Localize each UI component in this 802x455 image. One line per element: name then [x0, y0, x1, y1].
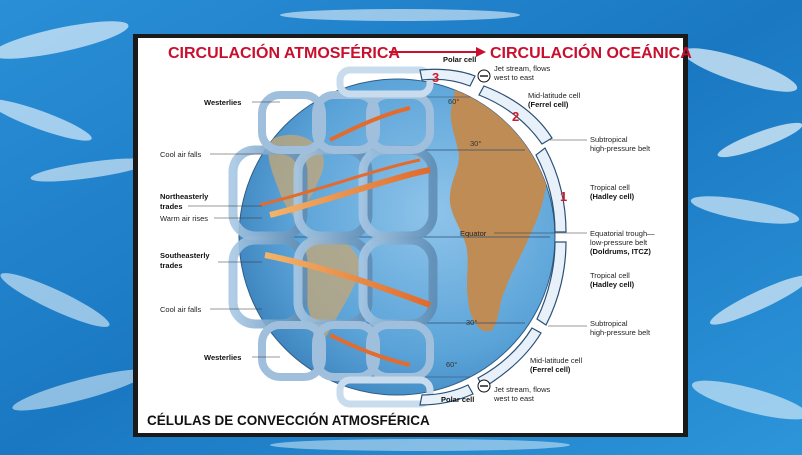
- label-westerlies-bottom: Westerlies: [204, 353, 241, 362]
- label-westerlies-top: Westerlies: [204, 98, 241, 107]
- ferrel-cell-south: [258, 321, 434, 381]
- ferrel-cell-band-top: [478, 85, 553, 145]
- title-atmospheric: CIRCULACIÓN ATMOSFÉRICA: [168, 43, 400, 62]
- convection-cells: [228, 66, 438, 408]
- label-equator: Equator: [460, 229, 487, 238]
- label-se-trades-2: trades: [160, 261, 183, 270]
- cell-number-1: 1: [560, 189, 567, 204]
- polar-cell-band-bottom: [419, 384, 474, 406]
- label-subtrop-top-1: Subtropical: [590, 135, 628, 144]
- label-subtrop-bottom-2: high-pressure belt: [590, 328, 651, 337]
- label-jet-bottom-1: Jet stream, flows: [494, 385, 551, 394]
- title-oceanic: CIRCULACIÓN OCEÁNICA: [490, 43, 692, 62]
- label-jet-top-1: Jet stream, flows: [494, 64, 551, 73]
- jet-stream-marker-bottom: [477, 379, 491, 393]
- label-hadley-top-2: (Hadley cell): [590, 192, 635, 201]
- label-warm-air-rises: Warm air rises: [160, 214, 208, 223]
- hadley-cell-band-bottom: [536, 241, 567, 326]
- label-se-trades-1: Southeasterly: [160, 251, 210, 260]
- lat-label-s30: 30°: [466, 318, 477, 327]
- polar-cell-band-top: [419, 68, 476, 87]
- lat-label-n30: 30°: [470, 139, 481, 148]
- footer-title: CÉLULAS DE CONVECCIÓN ATMOSFÉRICA: [147, 413, 430, 428]
- label-ferrel-top-2: (Ferrel cell): [528, 100, 569, 109]
- label-cool-air-falls-top: Cool air falls: [160, 150, 202, 159]
- cell-number-2: 2: [512, 109, 519, 124]
- africa-europe-land: [449, 88, 549, 332]
- label-trough-2: low-pressure belt: [590, 238, 648, 247]
- outer-cell-bands: [419, 68, 567, 406]
- label-ne-trades-1: Northeasterly: [160, 192, 209, 201]
- label-cool-air-falls-bottom: Cool air falls: [160, 305, 202, 314]
- label-jet-bottom-2: west to east: [493, 394, 535, 403]
- label-ferrel-top-1: Mid-latitude cell: [528, 91, 580, 100]
- label-ne-trades-2: trades: [160, 202, 183, 211]
- label-jet-top-2: west to east: [493, 73, 535, 82]
- label-subtrop-bottom-1: Subtropical: [590, 319, 628, 328]
- lat-label-n60: 60°: [448, 97, 459, 106]
- polar-cells: [336, 66, 434, 408]
- hadley-cell-band-top: [535, 147, 567, 233]
- label-polar-cell-bottom: Polar cell: [441, 395, 474, 404]
- title-arrow-head: [476, 47, 486, 57]
- label-trough-1: Equatorial trough—: [590, 229, 655, 238]
- right-annotations: Polar cell Jet stream, flows west to eas…: [441, 55, 655, 404]
- label-subtrop-top-2: high-pressure belt: [590, 144, 651, 153]
- label-ferrel-bottom-2: (Ferrel cell): [530, 365, 571, 374]
- label-hadley-top-1: Tropical cell: [590, 183, 630, 192]
- label-trough-3: (Doldrums, ITCZ): [590, 247, 651, 256]
- label-ferrel-bottom-1: Mid-latitude cell: [530, 356, 582, 365]
- cell-number-3: 3: [432, 70, 439, 85]
- jet-stream-marker-top: [477, 69, 491, 83]
- label-polar-cell-top: Polar cell: [443, 55, 476, 64]
- label-hadley-bottom-1: Tropical cell: [590, 271, 630, 280]
- left-annotations: Westerlies Cool air falls Northeasterly …: [160, 98, 280, 362]
- lat-label-s60: 60°: [446, 360, 457, 369]
- label-hadley-bottom-2: (Hadley cell): [590, 280, 635, 289]
